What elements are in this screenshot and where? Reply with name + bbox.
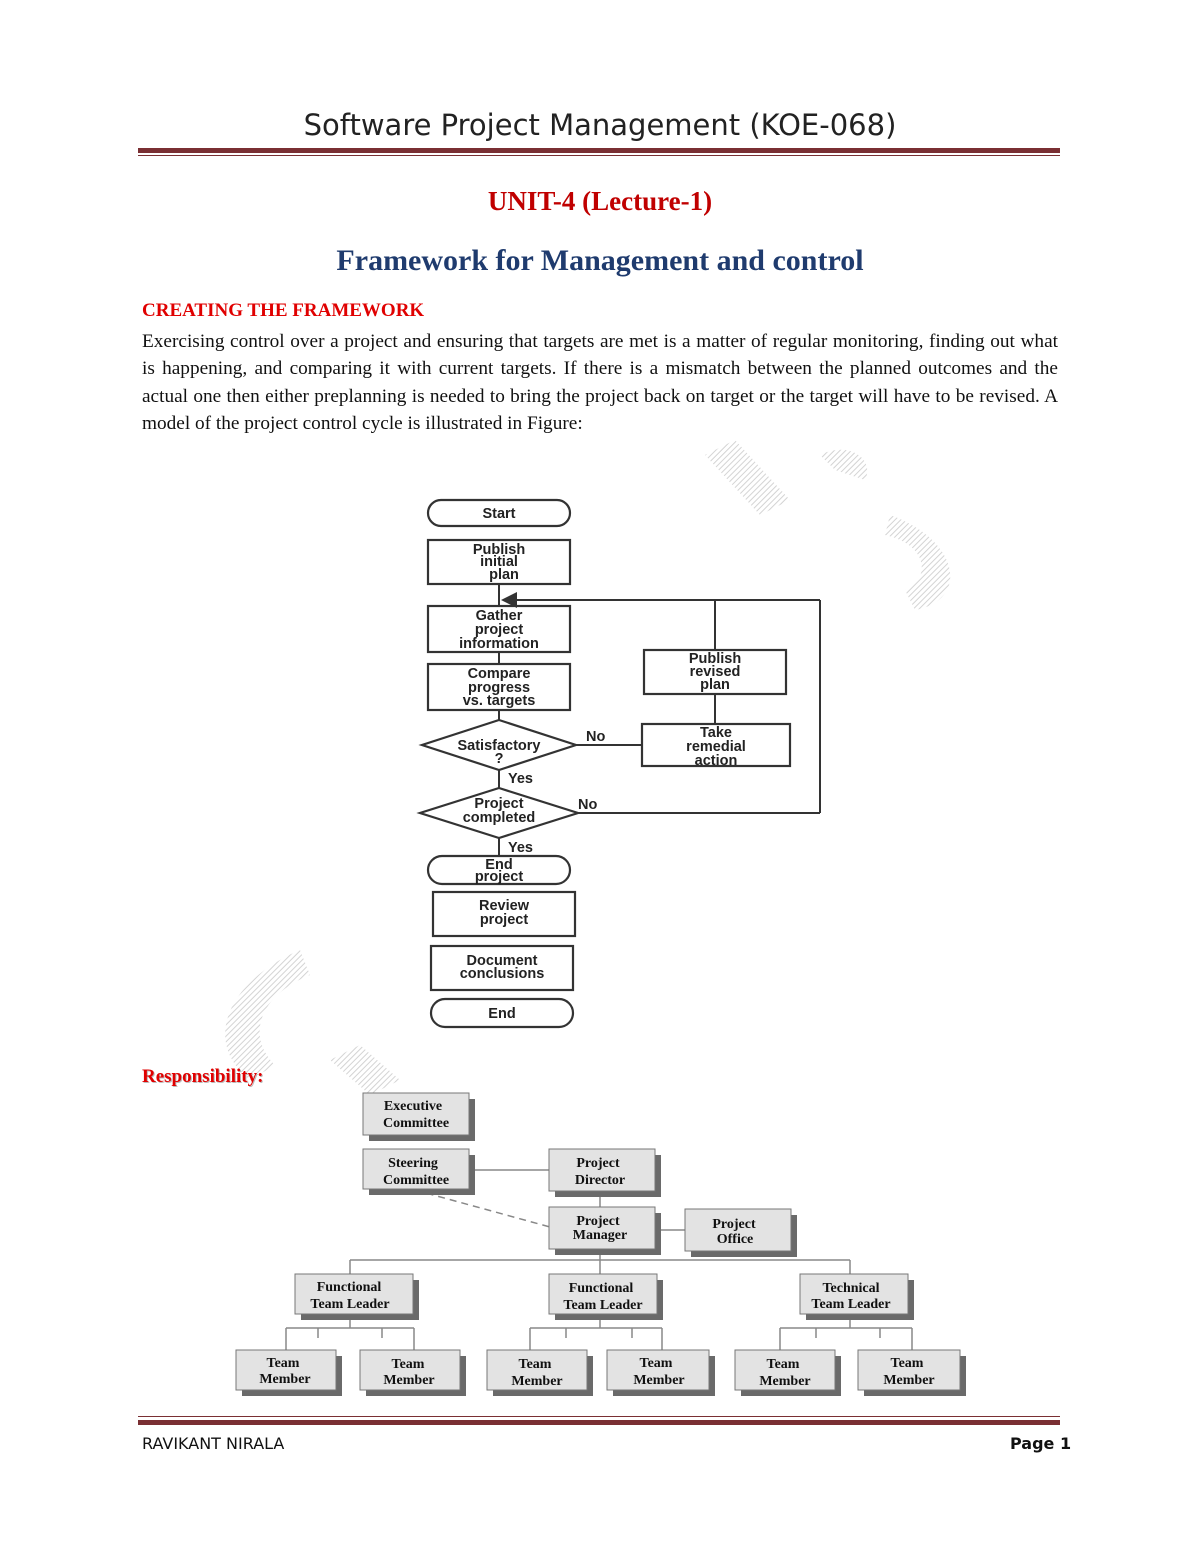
steering-committee-box [362, 1148, 470, 1190]
executive-committee-box [362, 1092, 470, 1136]
no-label-2: No [578, 797, 597, 813]
yes-label-2: Yes [508, 840, 533, 856]
header-rule [138, 148, 1060, 153]
technical-team-leader-box [799, 1273, 909, 1315]
footer-author: RAVIKANT NIRALA [142, 1434, 285, 1453]
svg-text:Executive: Executive [384, 1099, 442, 1114]
svg-text:Member: Member [259, 1372, 310, 1387]
svg-text:Member: Member [511, 1374, 562, 1389]
svg-text:Gather: Gather [476, 608, 523, 624]
responsibility-heading: Responsibility: [142, 1066, 264, 1087]
svg-text:vs. targets: vs. targets [463, 693, 536, 709]
svg-text:Satisfactory: Satisfactory [457, 738, 540, 754]
functional-team-leader-box-1 [294, 1273, 414, 1315]
footer-rule-thin [138, 1416, 1060, 1417]
start-terminal [426, 498, 572, 528]
svg-text:Project: Project [576, 1156, 620, 1171]
review-project-box [431, 890, 577, 938]
svg-text:Steering: Steering [388, 1156, 438, 1171]
svg-text:Team: Team [767, 1357, 800, 1372]
gather-info-box [426, 604, 572, 654]
svg-text:End: End [488, 1006, 515, 1022]
svg-text:Member: Member [633, 1373, 684, 1388]
svg-text:Publish: Publish [689, 651, 741, 667]
yes-label-1: Yes [508, 771, 533, 787]
svg-text:Director: Director [575, 1173, 625, 1188]
svg-text:Team: Team [392, 1357, 425, 1372]
end-terminal [429, 997, 575, 1029]
start-label: Start [482, 506, 515, 522]
remedial-action-box [640, 722, 792, 768]
svg-text:Functional: Functional [569, 1281, 634, 1296]
svg-text:plan: plan [700, 677, 730, 693]
svg-text:Project: Project [474, 796, 523, 812]
compare-progress-box [426, 662, 572, 712]
svg-text:Review: Review [479, 898, 530, 914]
team-member-box [734, 1349, 836, 1391]
team-member-box [857, 1349, 961, 1391]
svg-text:progress: progress [468, 680, 530, 696]
svg-text:Project: Project [712, 1217, 756, 1232]
svg-text:Team Leader: Team Leader [310, 1297, 389, 1312]
svg-text:conclusions: conclusions [460, 966, 545, 982]
svg-text:project: project [480, 912, 529, 928]
svg-text:Publish: Publish [473, 542, 525, 558]
svg-text:Team: Team [519, 1357, 552, 1372]
svg-text:remedial: remedial [686, 739, 746, 755]
svg-text:Team: Team [267, 1356, 300, 1371]
intro-paragraph: Exercising control over a project and en… [142, 331, 1058, 434]
svg-text:plan: plan [489, 567, 519, 583]
svg-text:Team: Team [891, 1356, 924, 1371]
page-number: Page 1 [1010, 1434, 1072, 1453]
svg-text:Project: Project [576, 1214, 620, 1229]
svg-text:completed: completed [463, 810, 536, 826]
svg-text:Functional: Functional [317, 1280, 382, 1295]
project-office-box [684, 1208, 792, 1252]
team-member-box [606, 1349, 710, 1391]
svg-text:revised: revised [690, 664, 741, 680]
svg-text:Team: Team [640, 1356, 673, 1371]
svg-text:Team Leader: Team Leader [563, 1298, 642, 1313]
svg-text:Committee: Committee [383, 1173, 449, 1188]
project-manager-box [548, 1206, 656, 1250]
svg-text:Compare: Compare [468, 666, 531, 682]
svg-text:End: End [485, 857, 512, 873]
team-member-box [486, 1349, 588, 1391]
unit-title: UNIT-4 (Lecture-1) [487, 186, 713, 216]
svg-text:Technical: Technical [822, 1281, 879, 1296]
svg-text:Member: Member [759, 1374, 810, 1389]
svg-text:Office: Office [717, 1232, 754, 1247]
header-rule-thin [138, 155, 1060, 156]
functional-team-leader-box-2 [548, 1273, 658, 1315]
svg-text:Manager: Manager [573, 1228, 627, 1243]
team-member-box [359, 1349, 461, 1391]
svg-text:?: ? [495, 751, 504, 767]
svg-text:project: project [475, 622, 524, 638]
svg-text:Take: Take [700, 725, 732, 741]
svg-text:Team Leader: Team Leader [811, 1297, 890, 1312]
svg-text:Committee: Committee [383, 1116, 449, 1131]
svg-text:Document: Document [467, 953, 538, 969]
svg-text:information: information [459, 636, 539, 652]
page-header-title: Software Project Management (KOE-068) [303, 108, 897, 142]
publish-revised-box [642, 648, 788, 696]
svg-text:Member: Member [383, 1373, 434, 1388]
section-title: Framework for Management and control [336, 244, 864, 277]
no-label-1: No [586, 729, 605, 745]
project-director-box [548, 1148, 656, 1192]
svg-text:project: project [475, 869, 524, 885]
publish-initial-box [426, 538, 572, 586]
svg-text:initial: initial [480, 554, 518, 570]
svg-text:action: action [695, 753, 738, 769]
document-conclusions-box [429, 944, 575, 992]
team-member-box [235, 1349, 337, 1391]
creating-framework-heading: CREATING THE FRAMEWORK [142, 300, 425, 321]
svg-text:Member: Member [883, 1373, 934, 1388]
footer-rule [138, 1420, 1060, 1425]
